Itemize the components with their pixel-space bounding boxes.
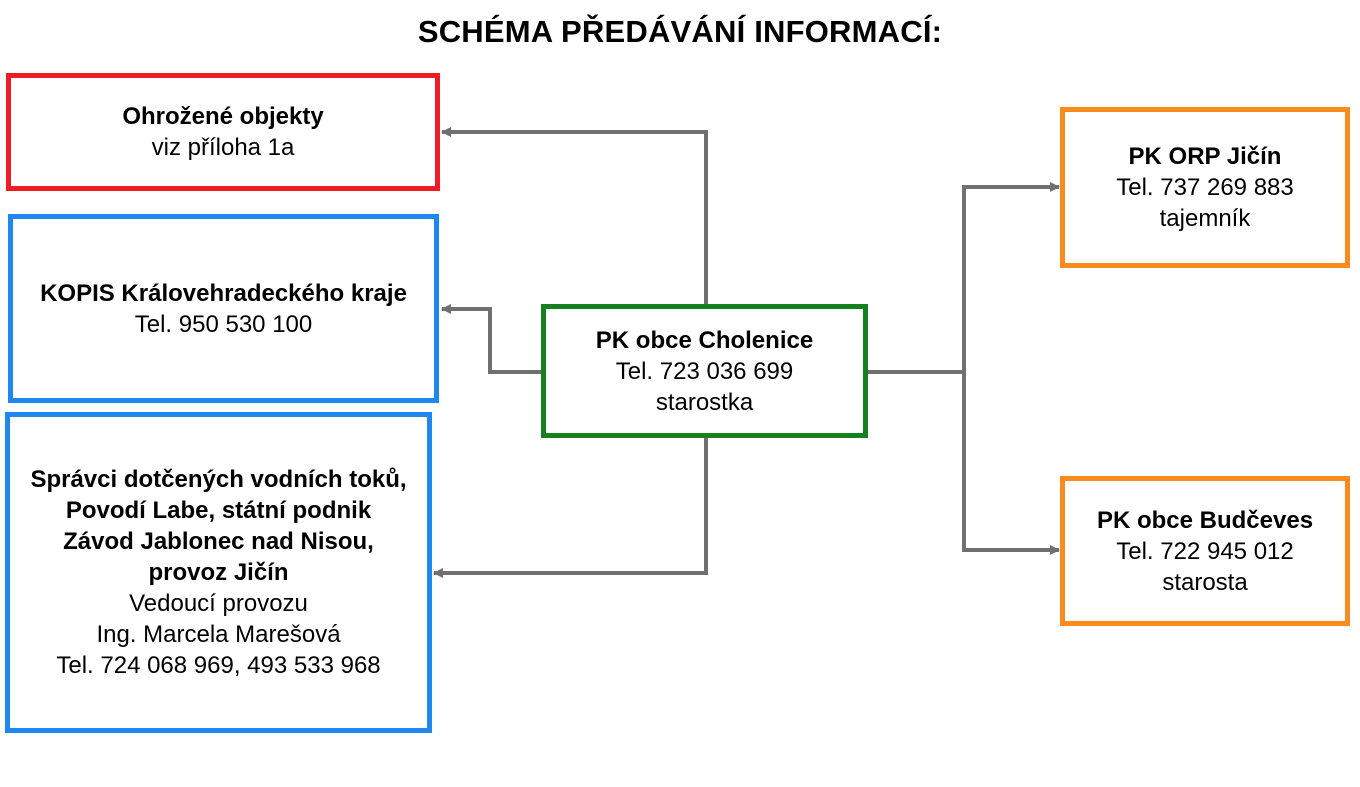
- box-spravci-role: Vedoucí provozu: [129, 590, 308, 617]
- box-kopis-phone: Tel. 950 530 100: [134, 310, 313, 338]
- box-orp-phone: Tel. 737 269 883: [1116, 174, 1294, 201]
- box-orp-role: tajemník: [1159, 205, 1251, 232]
- box-spravci-title-line-4: provoz Jičín: [148, 559, 289, 586]
- box-budceves-role: starosta: [1162, 568, 1248, 596]
- box-ohrozene-line-1: viz příloha 1a: [151, 134, 295, 161]
- box-kopis-title: KOPIS Královehradeckého kraje: [40, 279, 407, 307]
- box-spravci-title-line-1: Správci dotčených vodních toků,: [30, 466, 407, 493]
- box-spravci-phone: Tel. 724 068 969, 493 533 968: [56, 652, 381, 679]
- box-orp-title: PK ORP Jičín: [1128, 143, 1282, 170]
- arrow-center-to-budceves: [962, 372, 1060, 555]
- box-spravci-vodnich-toku: Správci dotčených vodních toků, Povodí L…: [5, 412, 432, 733]
- box-pk-obce-cholenice: PK obce Cholenice Tel. 723 036 699 staro…: [541, 304, 868, 438]
- box-ohrozene-title: Ohrožené objekty: [122, 103, 324, 130]
- box-budceves-title: PK obce Budčeves: [1096, 506, 1314, 534]
- box-spravci-title-line-2: Povodí Labe, státní podnik: [65, 497, 372, 524]
- box-kopis: KOPIS Královehradeckého kraje Tel. 950 5…: [8, 214, 439, 403]
- arrow-center-to-spravci: [433, 438, 708, 578]
- arrow-center-to-ohrozene: [441, 127, 708, 304]
- arrow-center-to-kopis: [441, 304, 541, 374]
- box-center-role: starostka: [655, 388, 754, 416]
- box-pk-obce-budceves: PK obce Budčeves Tel. 722 945 012 staros…: [1060, 476, 1350, 626]
- box-pk-orp-jicin: PK ORP Jičín Tel. 737 269 883 tajemník: [1060, 107, 1350, 268]
- box-spravci-person: Ing. Marcela Marešová: [96, 621, 341, 648]
- box-ohrozene-objekty: Ohrožené objekty viz příloha 1a: [6, 73, 440, 191]
- box-spravci-title-line-3: Závod Jablonec nad Nisou,: [63, 528, 374, 555]
- box-center-title: PK obce Cholenice: [595, 326, 814, 354]
- box-budceves-phone: Tel. 722 945 012: [1116, 537, 1294, 565]
- box-center-phone: Tel. 723 036 699: [615, 357, 794, 385]
- arrow-center-to-orp: [868, 182, 1060, 374]
- diagram-title: SCHÉMA PŘEDÁVÁNÍ INFORMACÍ:: [417, 14, 943, 49]
